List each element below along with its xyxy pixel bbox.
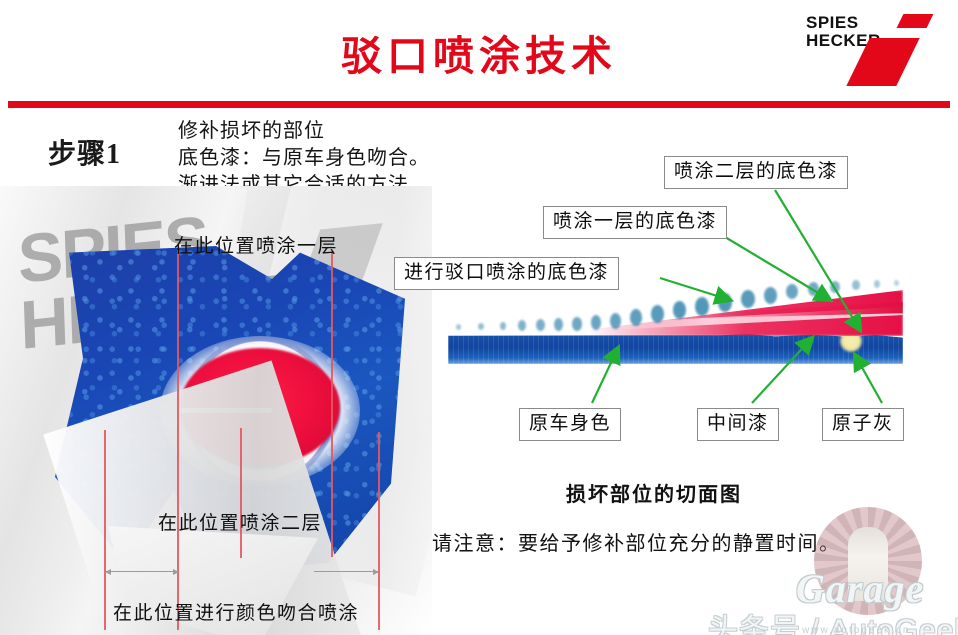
spray-mist-dot <box>894 280 899 286</box>
dimension-arrow-right <box>314 568 379 575</box>
spies-hecker-logo: SPIES HECKER <box>796 8 946 86</box>
spray-mist-dot <box>554 318 563 331</box>
callout-basecoat-one-layer[interactable]: 喷涂一层的底色漆 <box>543 206 728 239</box>
spray-mist-dot <box>478 323 484 330</box>
spray-mist-dot <box>764 287 777 304</box>
spray-mist-dot <box>536 319 545 331</box>
photo-label-color-match-spray: 在此位置进行颜色吻合喷涂 <box>113 603 360 624</box>
guide-line-3 <box>240 428 242 558</box>
logo-wordmark: SPIES HECKER <box>806 14 881 50</box>
watermark-garage-text: Garage <box>796 566 925 611</box>
guide-line-2 <box>177 250 179 630</box>
repair-photo: SPIES HECKER <box>0 186 432 635</box>
guide-line-4 <box>331 252 333 557</box>
layer-original-body-color <box>448 334 903 364</box>
spray-mist-dot <box>695 297 709 316</box>
spray-mist-dot <box>874 280 880 288</box>
callout-blend-basecoat[interactable]: 进行驳口喷涂的底色漆 <box>394 257 620 290</box>
guide-line-1 <box>104 430 106 630</box>
spray-mist-dot <box>518 320 526 331</box>
spray-mist-dot <box>718 293 732 312</box>
dimension-arrow-left <box>105 568 179 575</box>
spray-mist-dot <box>610 313 621 329</box>
spray-mist-dot <box>456 324 461 330</box>
cross-section-note: 请注意：要给予修补部位充分的静置时间。 <box>432 533 841 555</box>
guide-line-5 <box>378 432 380 630</box>
watermark-url: www.autogeek.cn <box>802 625 911 635</box>
page-title: 驳口喷涂技术 <box>341 33 617 79</box>
logo-tick-shape <box>896 14 934 28</box>
layer-original-body-texture <box>448 334 903 364</box>
spray-mist-dot <box>852 280 860 290</box>
callout-body-filler[interactable]: 原子灰 <box>822 408 904 441</box>
autogeek-watermark: Garage 头条号 / AutoGeek www.autogeek.cn <box>708 505 958 635</box>
cross-section-caption: 损坏部位的切面图 <box>566 484 742 506</box>
spray-mist-dot <box>741 290 755 308</box>
photo-label-spray-two-layers: 在此位置喷涂二层 <box>158 513 323 534</box>
callout-original-body-color[interactable]: 原车身色 <box>519 408 622 441</box>
header-red-divider <box>8 101 950 108</box>
spray-mist-dot <box>830 281 840 293</box>
watermark-mechanic-figure <box>848 527 888 601</box>
spray-mist-dot <box>500 322 506 330</box>
callout-basecoat-two-layers[interactable]: 喷涂二层的底色漆 <box>664 156 849 189</box>
spray-mist-dot <box>591 315 601 330</box>
spray-mist-dot <box>572 317 582 331</box>
spray-mist-dot <box>808 282 819 296</box>
watermark-channel-text: 头条号 / AutoGeek <box>708 614 958 635</box>
callout-primer-surfacer[interactable]: 中间漆 <box>697 408 779 441</box>
spray-mist-dot <box>651 305 664 323</box>
spray-mist-dot <box>786 284 798 299</box>
cross-section-diagram <box>448 280 920 382</box>
spray-mist-dot <box>673 301 686 319</box>
spray-mist-dot <box>630 309 642 326</box>
logo-line-1: SPIES <box>806 13 859 32</box>
logo-line-2: HECKER <box>806 31 881 50</box>
step-label: 步骤1 <box>48 139 122 170</box>
photo-label-spray-one-layer: 在此位置喷涂一层 <box>174 236 339 257</box>
